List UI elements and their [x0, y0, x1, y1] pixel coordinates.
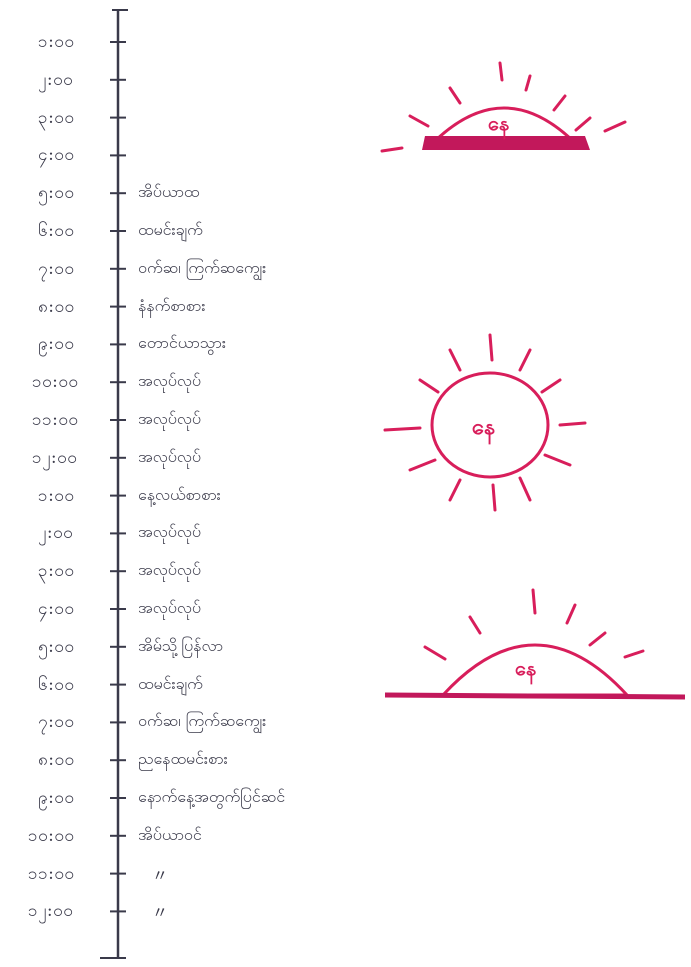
- activity-label: အလုပ်လုပ်: [138, 371, 201, 391]
- time-label: ၄:၀၀: [38, 145, 75, 166]
- time-label: ၇:၀၀: [38, 258, 75, 279]
- activity-label: နေ့လယ်စာစား: [138, 484, 221, 504]
- time-label: ၁:၀၀: [38, 32, 75, 52]
- activity-label: အိပ်ယာထ: [138, 182, 200, 202]
- rising-sun-drawing: နေ: [380, 58, 630, 158]
- time-label: ၂:၀၀: [38, 523, 74, 544]
- activity-label: ထမင်းချက်: [138, 220, 203, 239]
- activity-label: နံနက်စာစား: [138, 295, 206, 315]
- setting-sun-drawing: နေ: [384, 585, 686, 705]
- time-label: ၅:၀၀: [38, 636, 75, 657]
- time-label: ၅:၀၀: [38, 183, 75, 204]
- time-label: ၁၂:၀၀: [32, 447, 78, 468]
- activity-label: အိပ်ယာဝင်: [138, 824, 202, 844]
- activity-label: အလုပ်လုပ်: [138, 598, 201, 617]
- time-label: ၁၁:၀၀: [32, 410, 79, 430]
- activity-label: အလုပ်လုပ်: [138, 522, 201, 542]
- activity-label: အိမ်သို့ပြန်လာ: [138, 635, 224, 655]
- activity-label: ထမင်းချက်: [138, 673, 203, 693]
- time-label: ၈:၀၀: [38, 750, 75, 771]
- setting-sun-label: နေ: [515, 656, 536, 685]
- activity-label: အလုပ်လုပ်: [138, 446, 201, 466]
- activity-label: အလုပ်လုပ်: [138, 560, 201, 580]
- time-label: ၉:၀၀: [38, 788, 75, 808]
- time-label: ၈:၀၀: [38, 296, 75, 317]
- activity-label: 〃: [152, 865, 169, 885]
- axis-ticks: [110, 41, 126, 913]
- time-label: ၆:၀၀: [38, 674, 75, 695]
- activity-label: ညနေထမင်းစား: [138, 749, 228, 769]
- activity-label: ဝက်ဆ၊ ကြက်ဆကျွေး: [138, 711, 267, 731]
- time-label: ၁၀:၀၀: [32, 372, 79, 393]
- activity-label: ဝက်ဆ၊ ကြက်ဆကျွေး: [138, 257, 267, 277]
- time-label: ၉:၀၀: [38, 334, 75, 355]
- time-label: ၆:၀၀: [38, 221, 75, 241]
- time-label: ၁၁:၀၀: [28, 863, 75, 884]
- time-label: ၁၂:၀၀: [28, 901, 74, 922]
- time-label: ၂:၀၀: [38, 69, 74, 90]
- full-sun-label: နေ: [472, 415, 495, 445]
- time-label: ၁၀:၀၀: [28, 825, 75, 846]
- activity-label: အလုပ်လုပ်: [138, 409, 201, 428]
- time-label: ၃:၀၀: [38, 107, 75, 128]
- activity-label: တောင်ယာသွား: [138, 333, 226, 353]
- activity-label: နောက်နေ့အတွက်ပြင်ဆင်: [138, 787, 286, 806]
- time-label: ၄:၀၀: [38, 599, 75, 619]
- activity-label: 〃: [152, 903, 169, 923]
- full-sun-drawing: နေ: [380, 330, 590, 515]
- time-label: ၁:၀၀: [38, 485, 75, 506]
- time-label: ၃:၀၀: [38, 561, 75, 582]
- rising-sun-label: နေ: [488, 111, 509, 140]
- time-label: ၇:၀၀: [38, 712, 75, 733]
